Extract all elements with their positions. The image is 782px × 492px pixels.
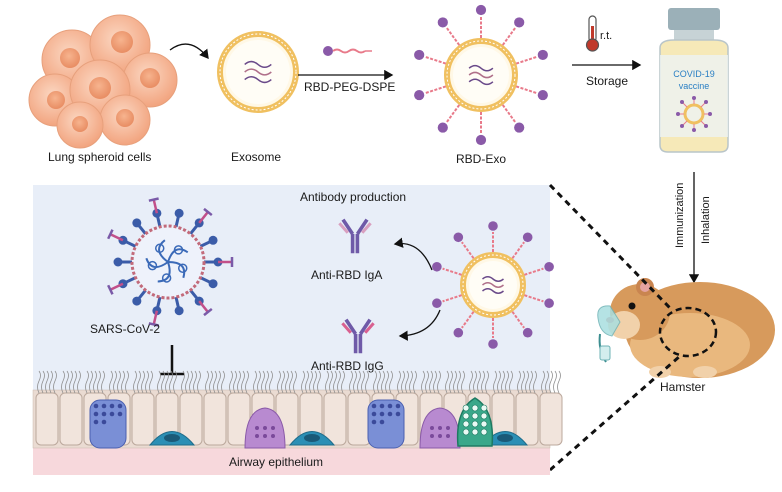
reagent-label: RBD-PEG-DSPE: [304, 80, 396, 94]
rbd-exo-panel-icon: [432, 221, 554, 349]
igg-label: Anti-RBD IgG: [311, 359, 384, 373]
anti-rbd-iga-icon: [338, 218, 372, 254]
temperature-label: r.t.: [600, 30, 613, 42]
vial-label-line1: COVID-19: [673, 69, 715, 79]
sars-cov-2-icon: [107, 197, 234, 327]
inhalation-label: Inhalation: [700, 196, 712, 244]
anti-rbd-igg-icon: [341, 318, 375, 354]
epithelium-label: Airway epithelium: [229, 455, 324, 469]
rbd-exo-icon: [414, 4, 548, 146]
thermometer-icon: [585, 15, 600, 52]
virus-label: SARS-CoV-2: [90, 322, 161, 336]
zoom-line-bottom: [549, 354, 681, 472]
hamster-label: Hamster: [660, 380, 706, 394]
exosome-icon: [217, 31, 299, 113]
airway-epithelium: [32, 370, 563, 475]
zoom-line-top: [548, 183, 672, 310]
storage-label: Storage: [586, 74, 629, 88]
arrow-cells-to-exosome: [169, 43, 209, 60]
exosome-label: Exosome: [231, 150, 282, 164]
arrow-to-igg: [398, 309, 441, 341]
vial-label-line2: vaccine: [678, 81, 710, 91]
antibody-production-label: Antibody production: [300, 190, 407, 204]
cells-label: Lung spheroid cells: [48, 150, 152, 164]
rbd-exo-label: RBD-Exo: [456, 152, 507, 166]
arrow-to-iga: [393, 237, 433, 271]
hamster-icon: [597, 278, 775, 378]
lung-spheroid-cells: [28, 14, 178, 149]
vaccine-vial-icon: [659, 8, 729, 153]
immunization-label: Immunization: [674, 182, 686, 248]
rbd-peg-dspe-icon: [323, 46, 372, 56]
iga-label: Anti-RBD IgA: [311, 268, 383, 282]
